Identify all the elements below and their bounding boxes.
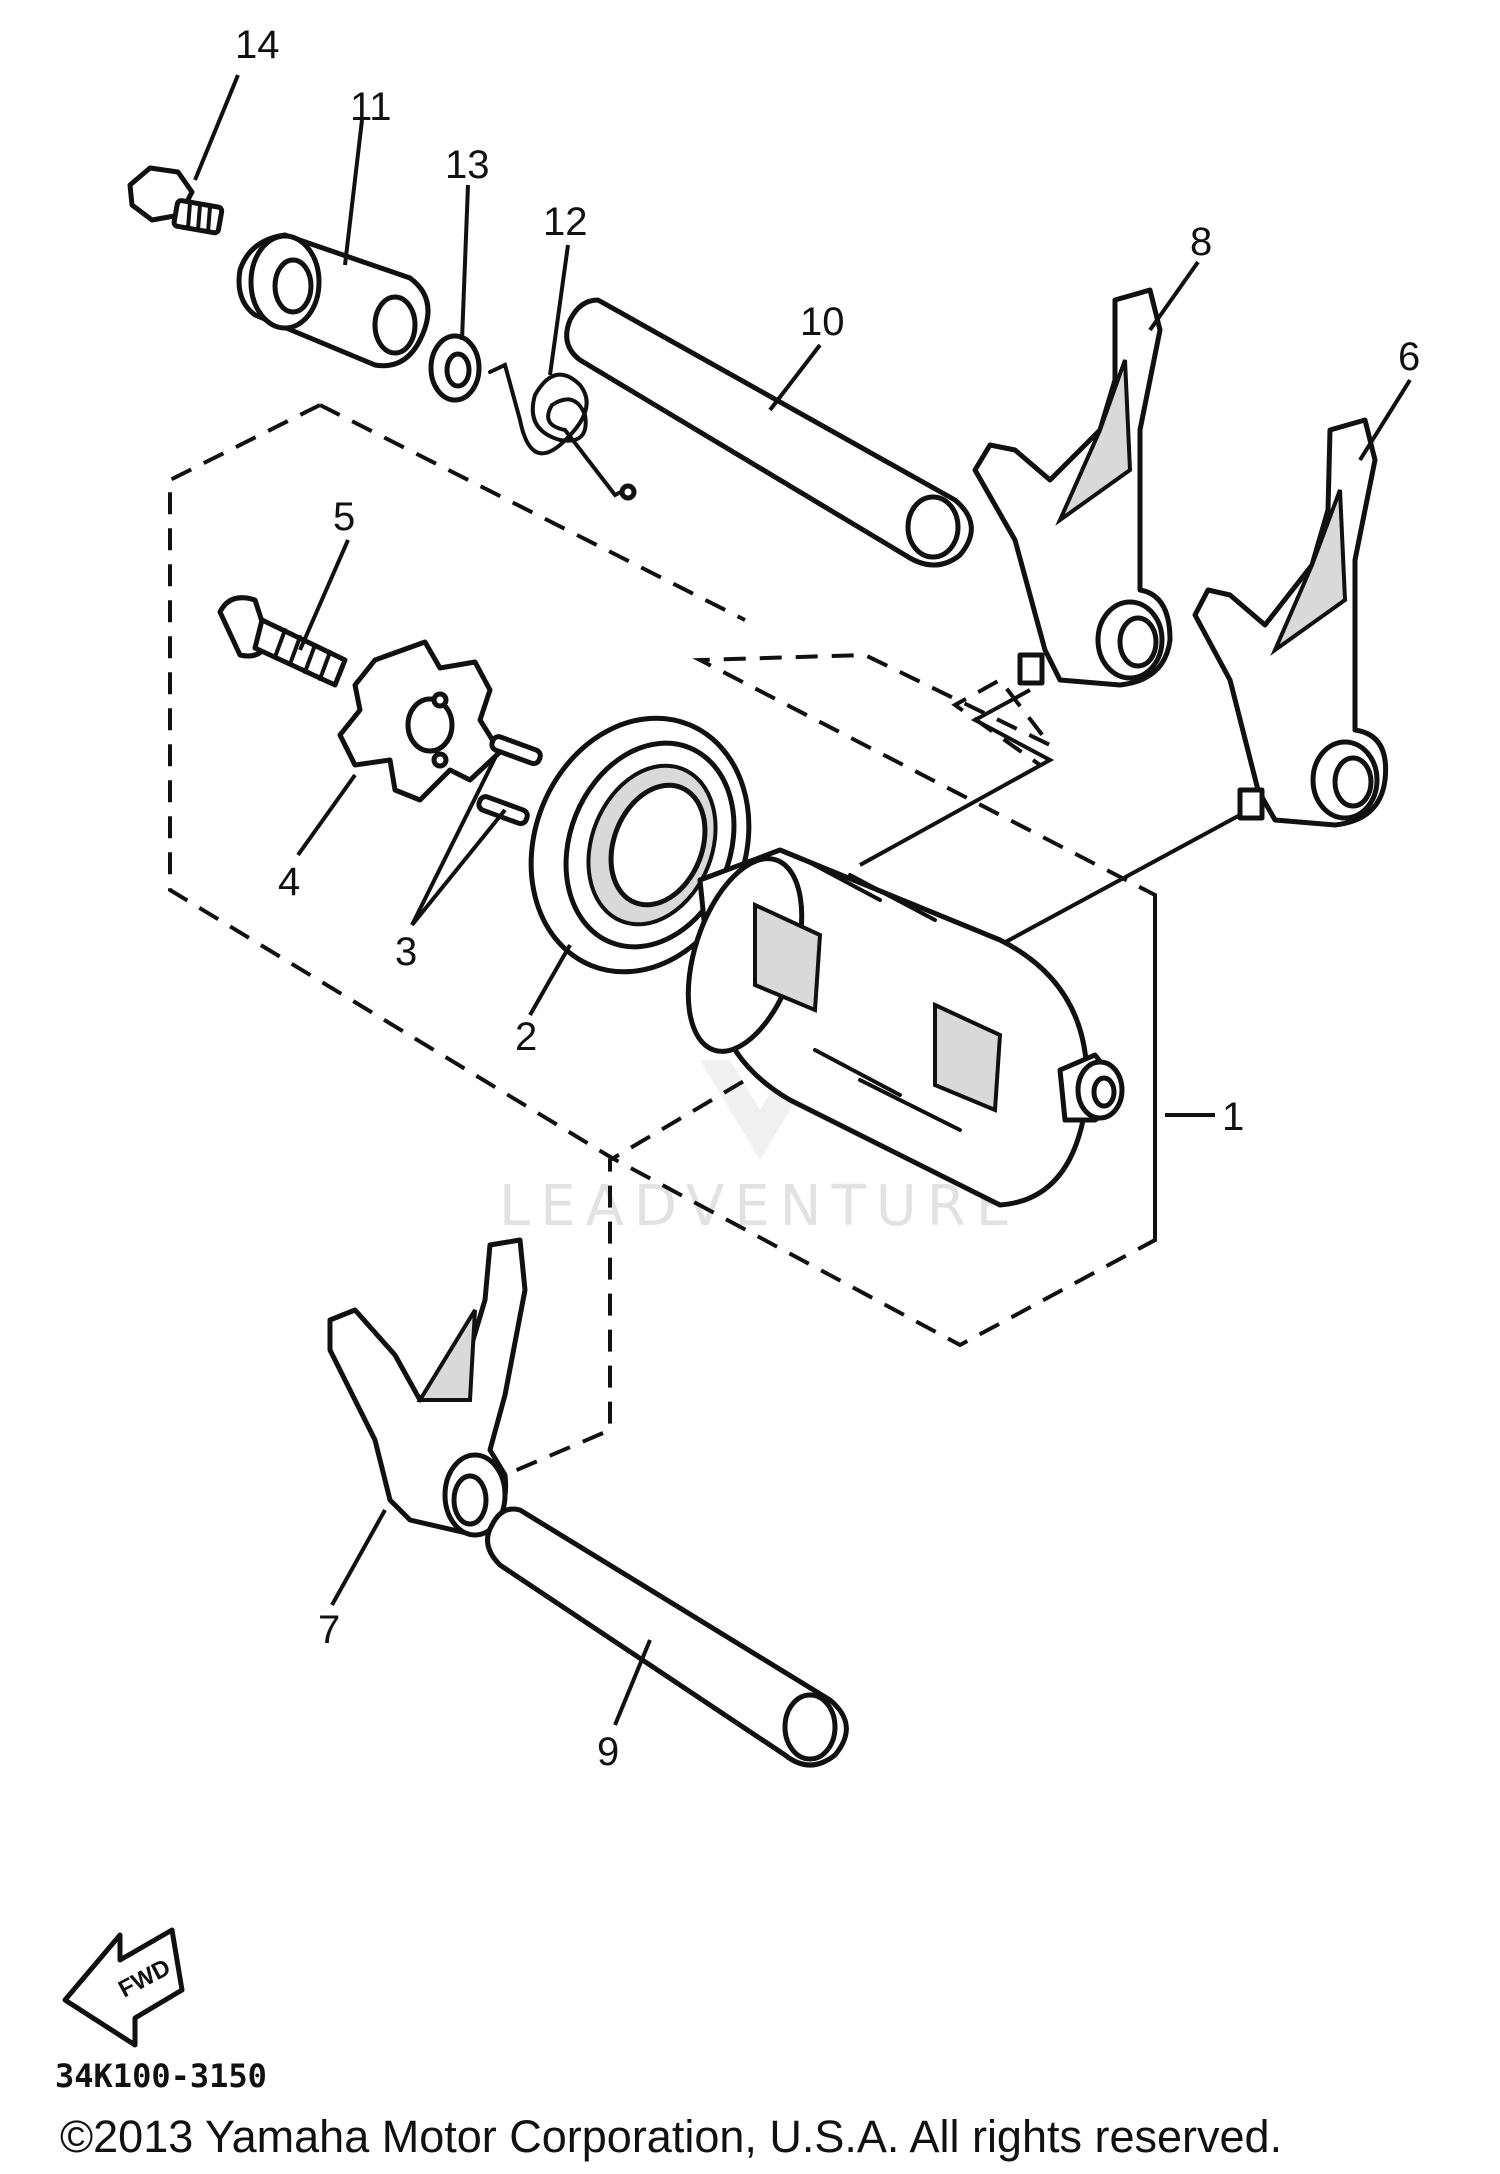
shift-fork-8 (972, 287, 1173, 688)
callout-14: 14 (235, 23, 280, 67)
callout-1: 1 (1222, 1095, 1244, 1139)
assembly-boundary-segment (319, 403, 746, 622)
bolt-14 (127, 165, 225, 236)
shaft-9 (485, 1506, 849, 1768)
fwd-direction-arrow: FWD (62, 1927, 185, 2048)
leader-8 (1148, 260, 1200, 332)
callout-6: 6 (1398, 335, 1420, 379)
shift-drum-1 (685, 847, 1125, 1208)
callout-11: 11 (350, 85, 392, 129)
bolt-5 (217, 595, 348, 688)
shift-fork-6 (1192, 417, 1389, 828)
callout-8: 8 (1190, 220, 1212, 264)
shift-fork-7 (327, 1237, 528, 1538)
callout-7: 7 (318, 1608, 340, 1652)
callout-12: 12 (543, 200, 588, 244)
leader-14 (193, 74, 240, 181)
callout-13: 13 (445, 143, 490, 187)
callout-4: 4 (278, 860, 300, 904)
leader-11 (343, 119, 364, 266)
leader-12 (548, 244, 570, 376)
callout-3: 3 (395, 930, 417, 974)
callout-10: 10 (800, 300, 845, 344)
guide-line-fork-7 (504, 1043, 807, 1477)
spring-12 (488, 362, 637, 501)
guide-line-fork-6 (999, 813, 1241, 947)
diagram-code: 34K100-3150 (55, 2057, 267, 2095)
lever-11 (236, 232, 431, 369)
shaft-10 (564, 297, 974, 568)
leader-4 (296, 773, 357, 857)
washer-13 (428, 333, 482, 403)
watermark-text: LEADVENTURE (499, 1174, 1021, 1239)
callout-9: 9 (597, 1730, 619, 1774)
leader-3b (410, 808, 507, 927)
leader-10 (768, 343, 822, 412)
leader-6 (1358, 378, 1412, 462)
leader-2 (528, 944, 572, 1016)
leader-7 (330, 1509, 387, 1606)
leader-3a (410, 751, 500, 926)
callout-2: 2 (515, 1015, 537, 1059)
leader-5 (298, 539, 350, 651)
segment-plate-4 (337, 639, 503, 803)
leader-9 (613, 1639, 652, 1726)
leader-13 (460, 184, 470, 341)
bearing-2 (528, 715, 752, 975)
copyright-notice: ©2013 Yamaha Motor Corporation, U.S.A. A… (60, 2111, 1282, 2162)
callout-5: 5 (333, 495, 355, 539)
guide-line-fork-8 (859, 688, 1055, 867)
